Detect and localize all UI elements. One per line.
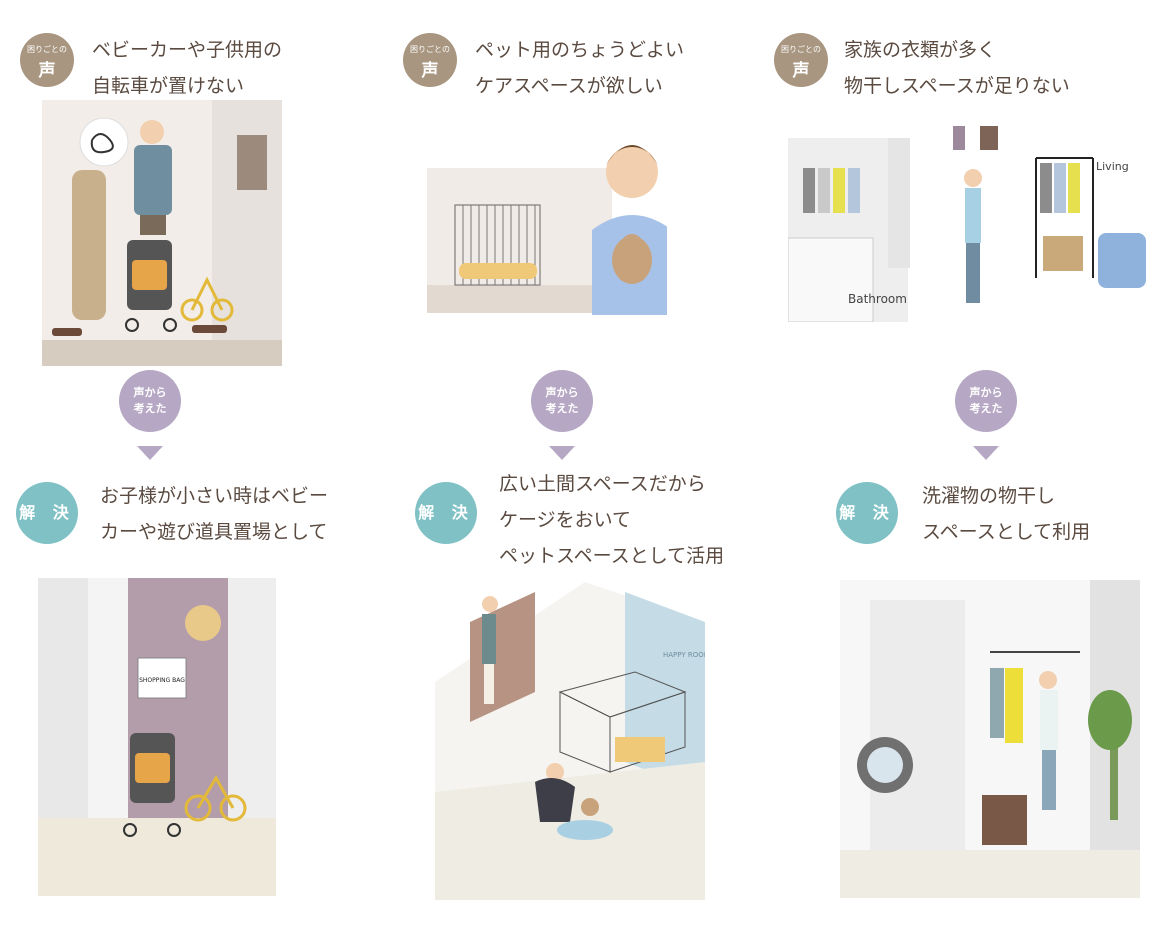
- voice-badge-big: 声: [38, 61, 56, 81]
- solution-text: 洗濯物の物干し スペースとして利用: [922, 478, 1090, 550]
- voice-text: 家族の衣類が多く 物干しスペースが足りない: [844, 32, 1070, 104]
- solution-badge: 解 決: [836, 482, 898, 544]
- from-voice-line: 考えた: [545, 402, 579, 415]
- after-illustration-laundry-space: [840, 580, 1140, 898]
- shopping-bag-label: SHOPPING BAG: [139, 677, 185, 684]
- from-voice-badge: 声から 考えた: [955, 370, 1017, 432]
- voice-badge-big: 声: [792, 61, 810, 81]
- before-illustration-pet: [427, 145, 667, 315]
- voice-line: 自転車が置けない: [92, 75, 245, 97]
- solution-text: お子様が小さい時はベビー カーや遊び道具置場として: [100, 478, 328, 550]
- solution-badge: 解 決: [415, 482, 477, 544]
- voice-badge-small: 困りごとの: [27, 45, 67, 54]
- from-voice-line: 考えた: [133, 402, 167, 415]
- from-voice-line: 声から: [133, 386, 167, 399]
- voice-text: ベビーカーや子供用の 自転車が置けない: [92, 32, 282, 104]
- from-voice-line: 声から: [969, 386, 1003, 399]
- voice-line: ベビーカーや子供用の: [92, 39, 283, 61]
- after-illustration-pet-space: HAPPY ROOM: [435, 582, 705, 900]
- voice-badge-small: 困りごとの: [781, 45, 821, 54]
- voice-text: ペット用のちょうどよい ケアスペースが欲しい: [475, 32, 684, 104]
- solution-badge: 解 決: [16, 482, 78, 544]
- column-stroller: 困りごとの 声 ベビーカーや子供用の 自転車が置けない 声から 考えた 解 決 …: [0, 0, 387, 930]
- voice-line: ケアスペースが欲しい: [475, 75, 663, 97]
- before-illustration-laundry: Bathroom Living: [788, 126, 1146, 322]
- column-laundry: 困りごとの 声 家族の衣類が多く 物干しスペースが足りない Bathroom L…: [774, 0, 1161, 930]
- solution-line: カーや遊び道具置場として: [100, 521, 328, 543]
- solution-line: 広い土間スペースだから: [499, 473, 706, 495]
- happy-room-label: HAPPY ROOM: [663, 651, 705, 659]
- voice-badge-small: 困りごとの: [410, 45, 450, 54]
- solution-line: スペースとして利用: [922, 521, 1091, 543]
- down-arrow-icon: [137, 446, 163, 460]
- before-illustration-entrance: [42, 100, 282, 366]
- voice-badge: 困りごとの 声: [774, 33, 828, 87]
- down-arrow-icon: [549, 446, 575, 460]
- solution-line: ケージをおいて: [499, 509, 632, 531]
- voice-line: 家族の衣類が多く: [844, 39, 997, 61]
- from-voice-line: 声から: [545, 386, 579, 399]
- solution-line: 洗濯物の物干し: [922, 485, 1056, 507]
- voice-badge: 困りごとの 声: [403, 33, 457, 87]
- from-voice-line: 考えた: [969, 402, 1003, 415]
- after-illustration-storage: SHOPPING BAG: [38, 578, 276, 896]
- column-pet: 困りごとの 声 ペット用のちょうどよい ケアスペースが欲しい 声から 考えた 解…: [387, 0, 774, 930]
- solution-line: ペットスペースとして活用: [499, 545, 725, 567]
- solution-text: 広い土間スペースだから ケージをおいて ペットスペースとして活用: [499, 466, 724, 574]
- down-arrow-icon: [973, 446, 999, 460]
- voice-line: ペット用のちょうどよい: [475, 39, 685, 61]
- solution-line: お子様が小さい時はベビー: [100, 485, 329, 507]
- voice-badge: 困りごとの 声: [20, 33, 74, 87]
- voice-badge-big: 声: [421, 61, 439, 81]
- voice-line: 物干しスペースが足りない: [844, 75, 1070, 97]
- bathroom-label: Bathroom: [848, 292, 907, 306]
- from-voice-badge: 声から 考えた: [119, 370, 181, 432]
- living-label: Living: [1096, 160, 1129, 173]
- from-voice-badge: 声から 考えた: [531, 370, 593, 432]
